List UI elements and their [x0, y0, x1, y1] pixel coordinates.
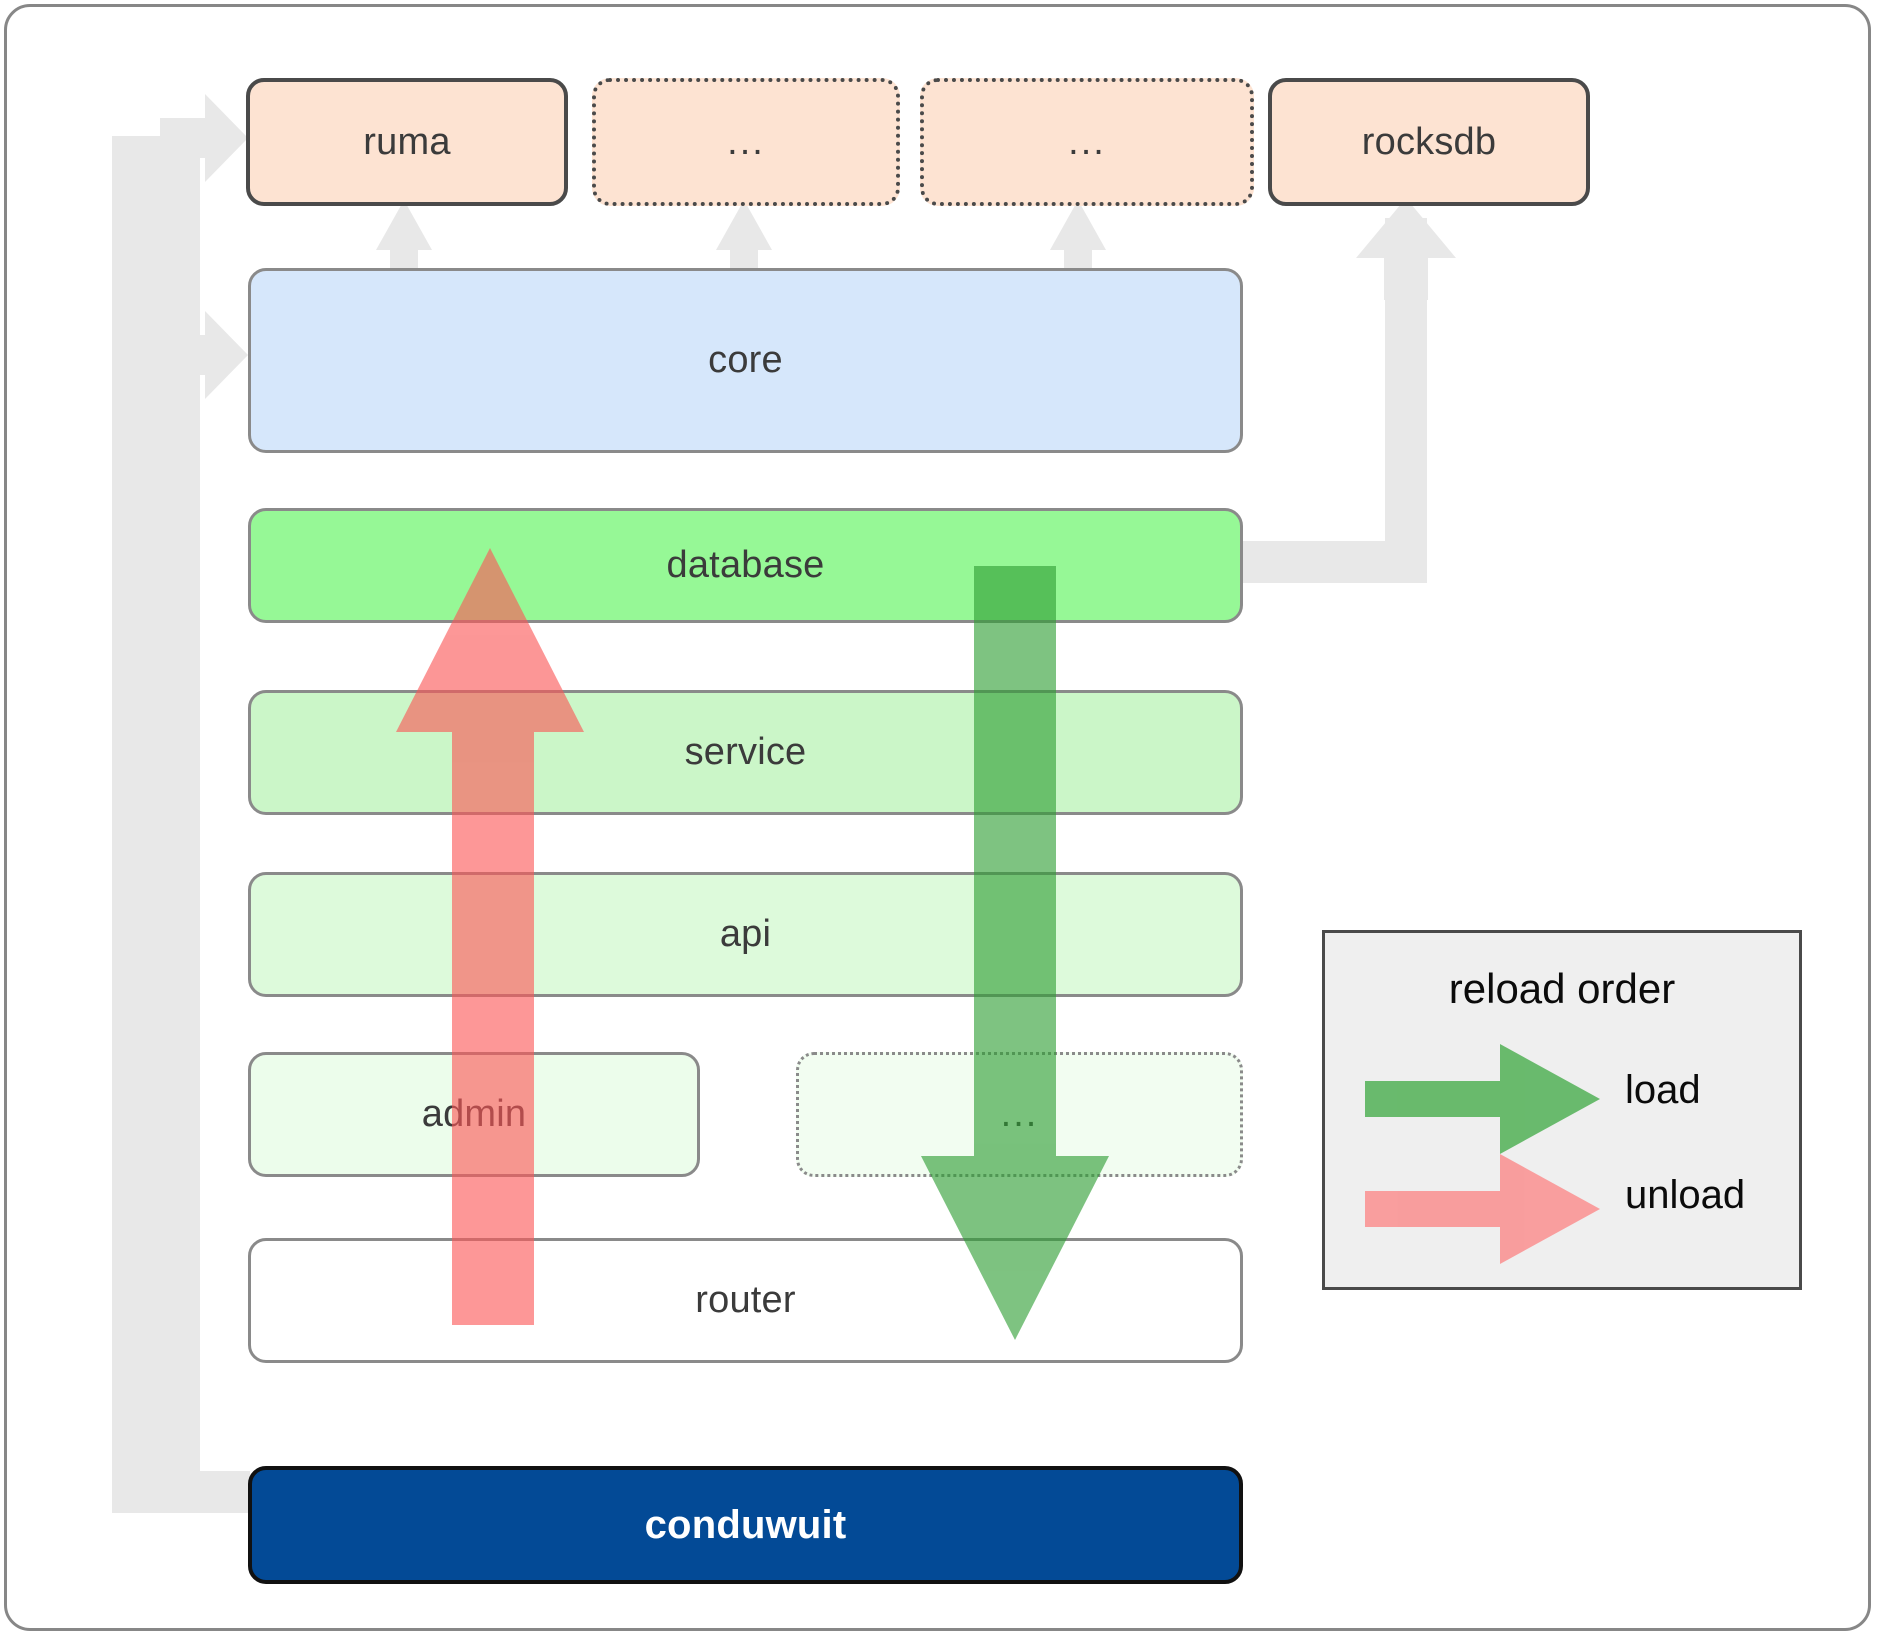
layer-label-router: router	[695, 1279, 796, 1321]
layer-label-core: core	[708, 339, 783, 381]
legend-arrows	[1365, 1044, 1600, 1264]
dependency-label-ruma: ruma	[363, 120, 451, 163]
layer-label-service: service	[684, 731, 807, 773]
root-label-conduwuit: conduwuit	[644, 1502, 847, 1547]
legend-label-unload: unload	[1625, 1173, 1746, 1217]
dependency-box-ellipsis-2[interactable]: ...	[920, 78, 1254, 206]
dependency-label-ellipsis-1: ...	[727, 120, 765, 163]
layer-label-api: api	[719, 913, 772, 955]
layer-label-ellipsis: ...	[1000, 1093, 1039, 1136]
diagram-frame	[4, 4, 1871, 1631]
legend-label-load: load	[1625, 1068, 1701, 1112]
dependency-label-rocksdb: rocksdb	[1361, 120, 1497, 163]
legend-load-arrow	[1365, 1044, 1600, 1154]
layer-box-service[interactable]: service	[248, 690, 1243, 815]
layer-label-database: database	[666, 544, 825, 586]
dependency-box-rocksdb[interactable]: rocksdb	[1268, 78, 1590, 206]
layer-box-database[interactable]: database	[248, 508, 1243, 623]
legend-title: reload order	[1448, 965, 1676, 1012]
layer-box-core[interactable]: core	[248, 268, 1243, 453]
dependency-box-ellipsis-1[interactable]: ...	[592, 78, 900, 206]
layer-box-api[interactable]: api	[248, 872, 1243, 997]
layer-box-router[interactable]: router	[248, 1238, 1243, 1363]
root-box-conduwuit[interactable]: conduwuit	[248, 1466, 1243, 1584]
legend-panel: reload order load unload	[1322, 930, 1802, 1290]
legend-unload-arrow	[1365, 1154, 1600, 1264]
layer-box-admin[interactable]: admin	[248, 1052, 700, 1177]
layer-box-ellipsis[interactable]: ...	[796, 1052, 1243, 1177]
layer-label-admin: admin	[421, 1093, 527, 1135]
dependency-box-ruma[interactable]: ruma	[246, 78, 568, 206]
dependency-label-ellipsis-2: ...	[1068, 120, 1106, 163]
